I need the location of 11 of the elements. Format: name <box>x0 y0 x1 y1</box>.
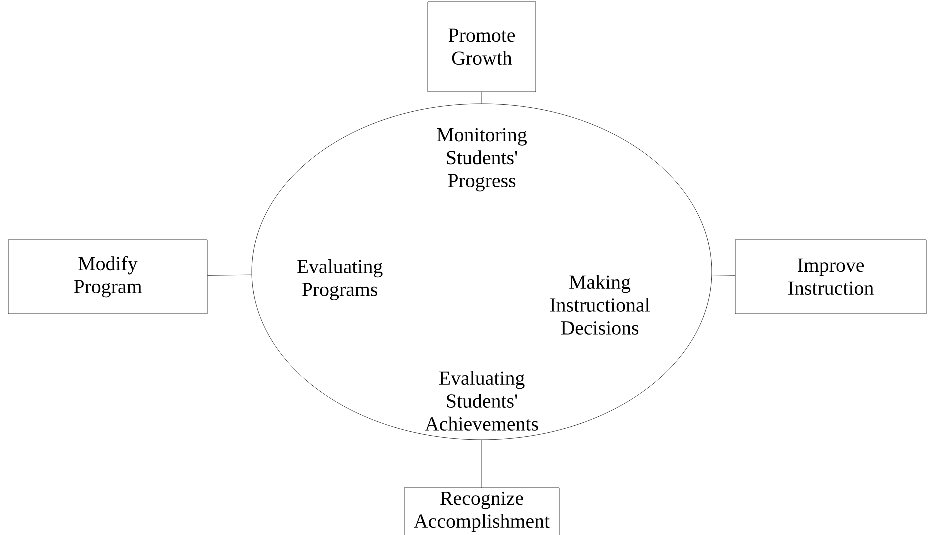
label: Making Instructional Decisions <box>550 275 650 335</box>
label: Monitoring Students' Progress <box>437 128 528 192</box>
label: Evaluating Programs <box>297 259 383 300</box>
ellipse <box>252 104 712 440</box>
text-box: Recognize Accomplishment <box>404 488 560 535</box>
connector <box>208 274 252 276</box>
text-box: Modify Program <box>8 240 208 314</box>
text-box: Promote Growth <box>428 2 536 92</box>
connector <box>712 275 736 276</box>
text-box: Improve Instruction <box>735 240 927 314</box>
label: Evaluating Students' Achievements <box>425 371 538 431</box>
